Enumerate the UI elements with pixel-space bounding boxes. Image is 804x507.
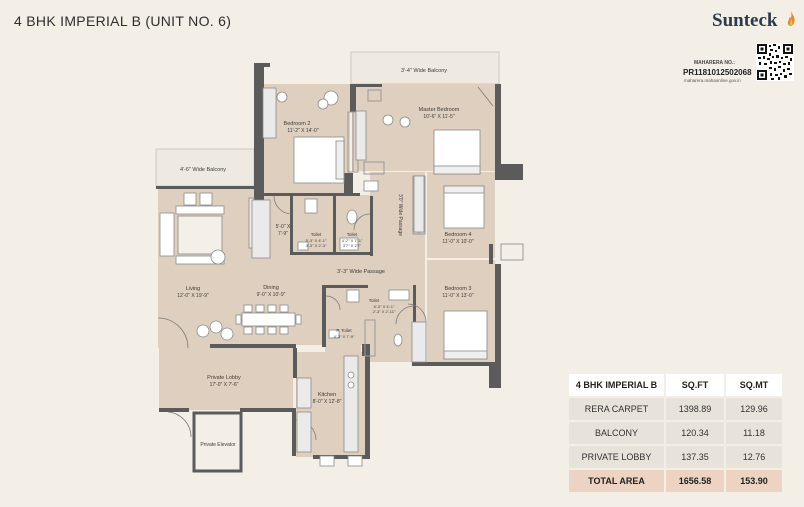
label-ptoilet-dim: 4'-3" X 7'-9" [334,334,355,339]
label-master-dim: 10'-6" X 11'-5" [423,114,454,120]
label-bedroom3: Bedroom 3 [445,286,472,292]
kitchen-counter [343,355,359,453]
table-cell: RERA CARPET [569,397,665,422]
label-kitchen-dim: 8'-0" X 12'-8" [313,399,342,405]
label-private-lobby: Private Lobby [207,375,241,381]
area-table: 4 BHK IMPERIAL B SQ.FT SQ.MT RERA CARPET… [569,374,782,494]
furniture [159,87,488,467]
label-private-lobby-dim: 17'-0" X 7'-6" [210,382,239,388]
table-cell: 129.96 [725,397,782,422]
page-title: 4 BHK IMPERIAL B (UNIT NO. 6) [14,13,232,29]
table-cell: 12.76 [725,445,782,470]
label-private-elevator: Private Elevator [200,442,236,448]
label-bedroom4: Bedroom 4 [445,232,472,238]
rera-number: PR1181012502068 [683,68,752,77]
table-cell: 120.34 [664,421,726,446]
label-store-dim1: 5'-0" X [276,224,291,230]
table-cell: 137.35 [664,445,726,470]
table-header-row: 4 BHK IMPERIAL B SQ.FT SQ.MT [569,374,782,398]
label-toilet3-dim2: 2'-3" X 2'-11" [373,309,396,314]
label-living-dim: 12'-0" X 19'-9" [177,293,209,299]
label-toilet3-dim1: 6'-3" X 4'-1" [374,304,395,309]
sofa [159,212,175,257]
rera-label: MAHARERA NO.: [694,60,735,66]
table-header: SQ.MT [725,374,782,398]
label-toilet2-dim2: 3'7" X 2'7" [343,243,362,248]
brand-logo: Sunteck [712,10,778,31]
table-cell: 1656.58 [664,469,726,494]
label-passage-vertical: 3'0" Wide Passage [397,194,403,236]
label-toilet2-dim1: 4'-7" X 7'-1" [342,238,363,243]
label-bedroom2-dim: 11'-2" X 14'-0" [287,128,318,134]
label-dining: Dining [263,285,279,291]
label-bedroom2: Bedroom 2 [284,121,311,127]
balcony-left [155,148,255,187]
label-living: Living [186,286,200,292]
label-toilet2: Toilet [347,232,358,237]
private-elevator [192,411,243,473]
label-balcony-top: 3'-4" Wide Balcony [401,68,447,74]
table-cell: 153.90 [725,469,782,494]
table-cell: PRIVATE LOBBY [569,445,665,470]
table-cell: TOTAL AREA [569,469,665,494]
label-toilet1-dim2: 3'-3" X 2'-3" [306,243,327,248]
flame-icon [787,11,795,26]
label-dining-dim: 9'-0" X 10'-9" [257,292,286,298]
label-kitchen: Kitchen [318,392,336,398]
table-row: RERA CARPET 1398.89 129.96 [569,397,782,422]
label-toilet1-dim1: 5'-3" X 4'-1" [306,238,327,243]
dining-table [241,312,296,327]
rera-site: maharera.mahaonline.gov.in [684,78,741,83]
label-toilet3: Toilet [369,298,380,303]
table-row: PRIVATE LOBBY 137.35 12.76 [569,445,782,470]
table-total-row: TOTAL AREA 1656.58 153.90 [569,469,782,494]
qr-code-icon [756,43,794,81]
walls [156,63,523,459]
table-row: BALCONY 120.34 11.18 [569,421,782,446]
doors [157,86,494,441]
label-bedroom3-dim: 11'-0" X 13'-0" [442,293,473,299]
label-ptoilet: P. Toilet [336,328,352,333]
table-cell: 1398.89 [664,397,726,422]
table-cell: BALCONY [569,421,665,446]
label-passage-horizontal: 3'-3" Wide Passage [337,269,385,275]
label-balcony-left: 4'-6" Wide Balcony [180,167,226,173]
label-toilet1: Toilet [311,232,322,237]
table-header: 4 BHK IMPERIAL B [569,374,665,398]
table-cell: 11.18 [725,421,782,446]
label-bedroom4-dim: 11'-0" X 10'-0" [442,239,473,245]
label-master-bedroom: Master Bedroom [419,107,460,113]
label-store-dim2: 7'-9" [278,231,288,237]
balcony-top [350,51,500,85]
table-header: SQ.FT [664,374,726,398]
